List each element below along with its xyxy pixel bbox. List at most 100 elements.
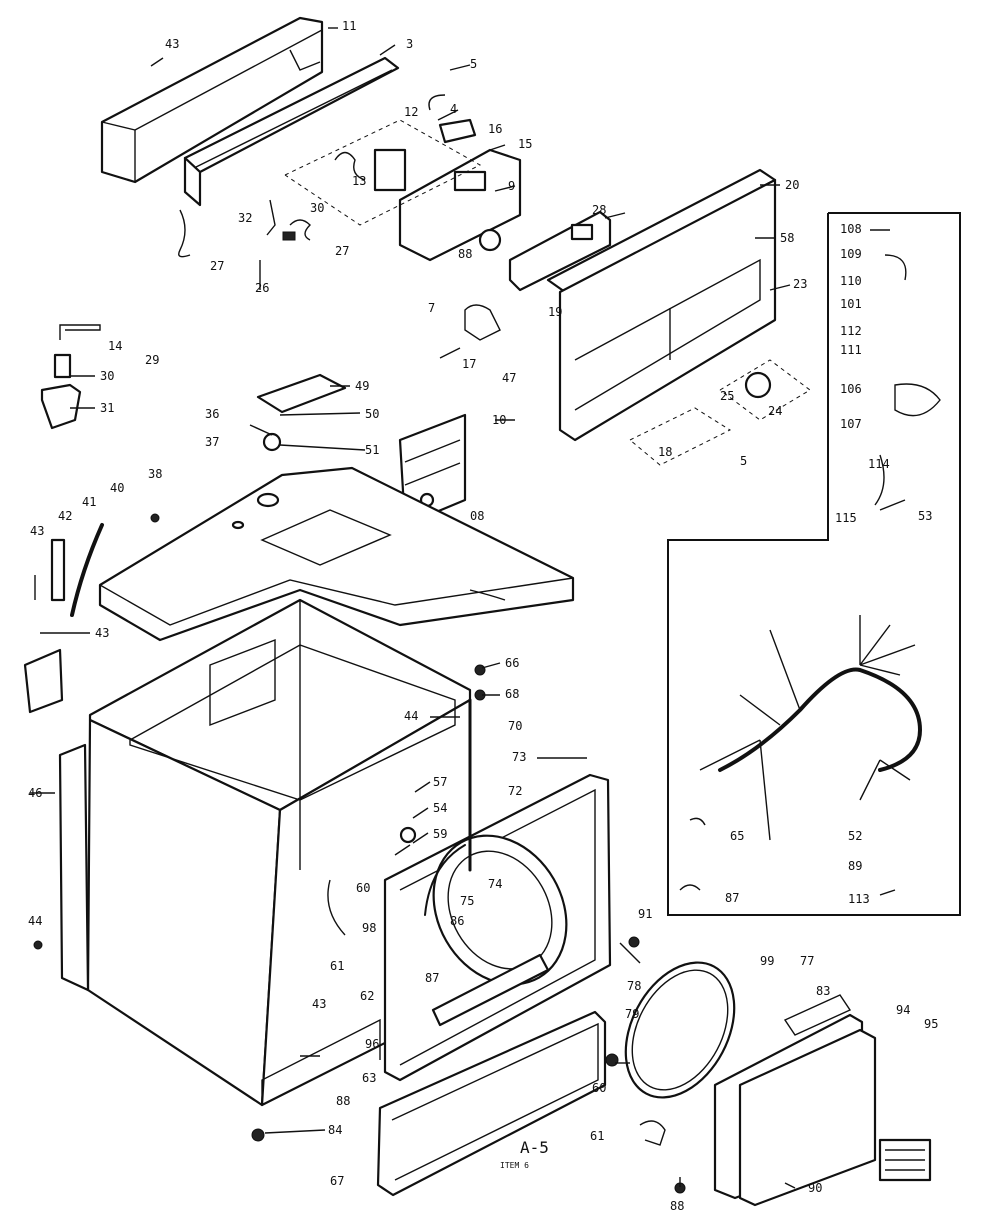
callout-15: 15 xyxy=(518,137,532,151)
callout-94: 94 xyxy=(896,1003,910,1017)
callout-98: 98 xyxy=(362,921,376,935)
callout-20: 20 xyxy=(785,178,799,192)
callout-26: 26 xyxy=(255,281,269,295)
callout-36: 36 xyxy=(205,407,219,421)
callout-41: 41 xyxy=(82,495,96,509)
callout-10: 10 xyxy=(492,413,506,427)
callout-67: 67 xyxy=(330,1174,344,1188)
timer-switch-group xyxy=(284,118,522,262)
callout-96: 96 xyxy=(365,1037,379,1051)
callout-113: 113 xyxy=(848,892,870,906)
callout-77: 77 xyxy=(800,954,814,968)
callout-50: 50 xyxy=(365,407,379,421)
callout-29: 29 xyxy=(145,353,159,367)
callout-08: 08 xyxy=(470,509,484,523)
figure-code: A-5 xyxy=(520,1138,549,1157)
callout-72: 72 xyxy=(508,784,522,798)
top-cover xyxy=(98,466,575,642)
callout-19: 19 xyxy=(548,305,562,319)
console-rear-panel xyxy=(508,168,811,466)
callout-51: 51 xyxy=(365,443,379,457)
callout-11: 11 xyxy=(342,19,356,33)
callout-63: 63 xyxy=(362,1071,376,1085)
console-backsplash xyxy=(100,16,324,184)
callout-114: 114 xyxy=(868,457,890,471)
callout-37: 37 xyxy=(205,435,219,449)
water-valve-parts xyxy=(40,324,101,430)
callout-46: 46 xyxy=(28,786,42,800)
callout-59: 59 xyxy=(433,827,447,841)
figure-note: ITEM 6 xyxy=(500,1161,529,1170)
callout-99: 99 xyxy=(760,954,774,968)
callout-88: 88 xyxy=(670,1199,684,1213)
callout-43: 43 xyxy=(95,626,109,640)
door-strike-parts xyxy=(327,698,472,936)
callout-106: 106 xyxy=(840,382,862,396)
toe-panel: A-5 ITEM 6 xyxy=(376,1010,607,1197)
front-panel xyxy=(383,773,612,1082)
callout-57: 57 xyxy=(433,775,447,789)
callout-7: 7 xyxy=(428,301,435,315)
callout-111: 111 xyxy=(840,343,862,357)
callout-13: 13 xyxy=(352,174,366,188)
callout-40: 40 xyxy=(110,481,124,495)
callout-87: 87 xyxy=(425,971,439,985)
door-assembly xyxy=(639,994,932,1207)
callout-5: 5 xyxy=(470,57,477,71)
lid-switch-parts xyxy=(23,523,104,714)
callout-62: 62 xyxy=(360,989,374,1003)
callout-87: 87 xyxy=(725,891,739,905)
screws xyxy=(33,513,686,1194)
callout-16: 16 xyxy=(488,122,502,136)
callout-17: 17 xyxy=(462,357,476,371)
door-seal-ring xyxy=(624,961,736,1099)
callout-83: 83 xyxy=(816,984,830,998)
small-hardware xyxy=(178,94,501,359)
callout-115: 115 xyxy=(835,511,857,525)
callout-28: 28 xyxy=(592,203,606,217)
callout-88: 88 xyxy=(458,247,472,261)
callout-110: 110 xyxy=(840,274,862,288)
callout-70: 70 xyxy=(508,719,522,733)
callout-42: 42 xyxy=(58,509,72,523)
callout-58: 58 xyxy=(780,231,794,245)
callout-43: 43 xyxy=(312,997,326,1011)
callout-108: 108 xyxy=(840,222,862,236)
callout-74: 74 xyxy=(488,877,502,891)
callout-61: 61 xyxy=(330,959,344,973)
callout-49: 49 xyxy=(355,379,369,393)
callout-73: 73 xyxy=(512,750,526,764)
callout-4: 4 xyxy=(450,102,457,116)
callout-14: 14 xyxy=(108,339,122,353)
callout-9: 9 xyxy=(508,179,515,193)
callout-43: 43 xyxy=(30,524,44,538)
callout-43: 43 xyxy=(165,37,179,51)
callout-90: 90 xyxy=(808,1181,822,1195)
callout-112: 112 xyxy=(840,324,862,338)
callout-78: 78 xyxy=(627,979,641,993)
callout-53: 53 xyxy=(918,509,932,523)
callout-86: 86 xyxy=(450,914,464,928)
callout-47: 47 xyxy=(502,371,516,385)
callout-25: 25 xyxy=(720,389,734,403)
callout-60: 60 xyxy=(356,881,370,895)
callout-27: 27 xyxy=(210,259,224,273)
callout-32: 32 xyxy=(238,211,252,225)
callout-12: 12 xyxy=(404,105,418,119)
control-panel-trim xyxy=(183,56,400,207)
inset-wiring-box xyxy=(667,212,961,916)
callout-107: 107 xyxy=(840,417,862,431)
callout-27: 27 xyxy=(335,244,349,258)
callout-30: 30 xyxy=(310,201,324,215)
callout-labels: 43 11 3 5 12 4 16 15 9 13 30 32 27 27 28… xyxy=(28,19,938,1213)
leader-lines xyxy=(30,27,796,1189)
callout-18: 18 xyxy=(658,445,672,459)
callout-44: 44 xyxy=(28,914,42,928)
callout-66: 66 xyxy=(505,656,519,670)
callout-68: 68 xyxy=(505,687,519,701)
callout-101: 101 xyxy=(840,297,862,311)
callout-24: 24 xyxy=(768,404,782,418)
callout-54: 54 xyxy=(433,801,447,815)
